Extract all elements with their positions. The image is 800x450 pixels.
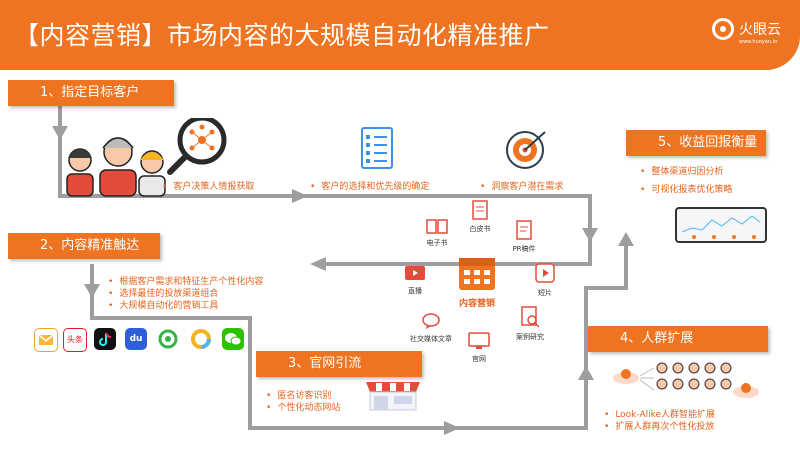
whitepaper-item: 白皮书	[462, 200, 498, 234]
bullet-visual-reports: •可视化报表优化策略	[640, 185, 733, 195]
monitor-icon	[468, 332, 490, 349]
pr-item: PR稿件	[506, 220, 542, 254]
baidu-icon: du	[125, 328, 147, 350]
website-label: 官网	[472, 355, 486, 363]
bullet-expanded-audience: •扩展人群再次个性化投放	[604, 422, 715, 432]
bullet-personalized-content: •根据客户需求和特征生产个性化内容	[108, 277, 264, 287]
bullet-attribution: •整体渠道归因分析	[640, 167, 724, 177]
logo-url: www.huoyan.io	[739, 39, 778, 45]
bullet-automation-tools: •大规模自动化的营销工具	[108, 301, 219, 311]
page-title: 【内容营销】市场内容的大规模自动化精准推广	[14, 21, 550, 50]
document-icon	[472, 200, 488, 220]
stage-2-label: 2、内容精准触达	[8, 233, 160, 259]
live-label: 直播	[408, 287, 422, 295]
short-video-label: 短片	[538, 289, 552, 297]
brand-logo: 火眼云 www.huoyan.io	[712, 16, 782, 50]
dashboard-monitor-icon	[675, 207, 767, 243]
ebook-label: 电子书	[426, 239, 448, 247]
pr-doc-icon	[516, 220, 532, 240]
ebook-item: 电子书	[419, 218, 455, 248]
center-label: 内容营销	[458, 299, 495, 309]
whitepaper-label: 白皮书	[469, 225, 491, 233]
bullet-lookalike: •Look-Alike人群智能扩展	[604, 410, 716, 420]
film-icon	[535, 263, 555, 283]
wechat-icon	[222, 328, 244, 350]
tv-icon	[405, 266, 425, 280]
circle-app-icon	[190, 328, 212, 350]
bullet-customer-priority: •客户的选择和优先级的确定	[310, 182, 430, 192]
header-banner: 【内容营销】市场内容的大规模自动化精准推广 火眼云 www.huoyan.io	[0, 0, 800, 70]
bullet-anonymous-visitor: •匿名访客识别	[266, 391, 332, 401]
case-study-label: 案例研究	[516, 333, 544, 341]
bullet-dynamic-website: •个性化动态网站	[266, 403, 341, 413]
stage-1-label: 1、指定目标客户	[8, 80, 174, 106]
logo-name: 火眼云	[739, 22, 781, 38]
mail-icon	[34, 328, 58, 352]
website-item: 官网	[462, 332, 496, 364]
stage-5-label: 5、收益回报衡量	[626, 130, 766, 156]
case-doc-icon	[521, 306, 540, 328]
audience-expansion-illustration	[613, 362, 759, 398]
social-item: 社交媒体文章	[406, 312, 456, 344]
case-study-item: 案例研究	[510, 306, 550, 342]
short-video-item: 短片	[528, 262, 562, 298]
book-icon	[426, 219, 448, 234]
stage-4-label: 4、人群扩展	[588, 326, 768, 352]
live-item: 直播	[398, 264, 432, 296]
calendar-icon	[459, 258, 495, 290]
logo-mark-icon	[712, 18, 734, 40]
content-marketing-center: 内容营销	[452, 252, 502, 309]
social-label: 社交媒体文章	[410, 335, 452, 343]
storefront-icon	[366, 382, 420, 411]
iqiyi-icon	[157, 328, 179, 350]
checklist-icon	[361, 127, 393, 169]
stage-3-label: 3、官网引流	[256, 351, 422, 377]
chat-icon	[422, 313, 440, 329]
bullet-best-channels: •选择最佳的投放渠道组合	[108, 289, 219, 299]
target-customers-illustration	[66, 118, 227, 197]
douyin-icon	[94, 328, 116, 350]
bullet-decision-maker-intel: •客户决策人情报获取	[162, 182, 255, 192]
toutiao-icon: 头条	[63, 328, 87, 352]
bullet-customer-needs: •洞察客户潜在需求	[480, 182, 564, 192]
target-icon	[506, 131, 546, 169]
pr-label: PR稿件	[512, 245, 536, 253]
